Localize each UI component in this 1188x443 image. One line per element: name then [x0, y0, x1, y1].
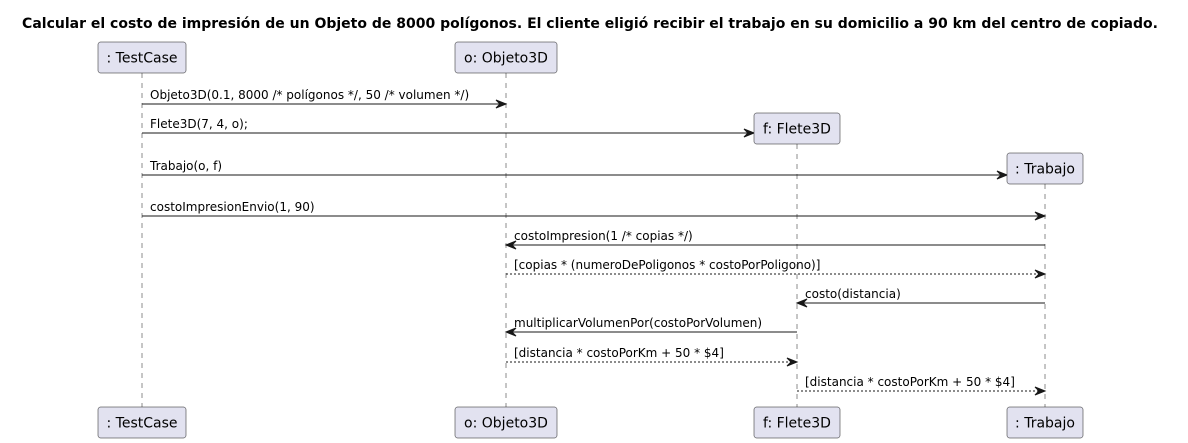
participant-box [753, 406, 841, 439]
participant-testcase-top: : TestCase [97, 41, 187, 74]
message-7: costo(distancia) [795, 287, 1045, 308]
message-label: costoImpresionEnvio(1, 90) [150, 200, 315, 214]
message-8: multiplicarVolumenPor(costoPorVolumen) [504, 316, 797, 337]
participant-label: : TestCase [107, 51, 178, 67]
message-arrowhead [1034, 211, 1047, 221]
message-10: [distancia * costoPorKm + 50 * $4] [797, 375, 1047, 396]
participant-label: : Trabajo [1015, 416, 1075, 432]
participant-label: : TestCase [107, 416, 178, 432]
participant-box [753, 112, 841, 145]
participant-box [1006, 152, 1084, 185]
participant-box [454, 41, 558, 74]
participant-label: o: Objeto3D [464, 51, 548, 67]
message-arrowhead [504, 240, 517, 250]
participant-box [97, 406, 187, 439]
message-5: costoImpresion(1 /* copias */) [504, 229, 1045, 250]
message-9: [distancia * costoPorKm + 50 * $4] [506, 346, 799, 367]
message-label: [distancia * costoPorKm + 50 * $4] [805, 375, 1015, 389]
message-label: Flete3D(7, 4, o); [150, 117, 248, 131]
messages: Objeto3D(0.1, 8000 /* polígonos */, 50 /… [142, 88, 1047, 396]
participant-label: o: Objeto3D [464, 416, 548, 432]
message-label: multiplicarVolumenPor(costoPorVolumen) [514, 316, 762, 330]
participant-label: : Trabajo [1015, 162, 1075, 178]
participant-box [454, 406, 558, 439]
message-4: costoImpresionEnvio(1, 90) [142, 200, 1047, 221]
participant-flete3d-bottom: f: Flete3D [753, 406, 841, 439]
message-arrowhead [795, 298, 808, 308]
message-label: Objeto3D(0.1, 8000 /* polígonos */, 50 /… [150, 88, 469, 102]
message-arrowhead [495, 99, 508, 109]
message-arrowhead [996, 170, 1009, 180]
message-arrowhead [786, 357, 799, 367]
message-label: costoImpresion(1 /* copias */) [514, 229, 693, 243]
message-arrowhead [743, 128, 756, 138]
message-label: [copias * (numeroDePoligonos * costoPorP… [514, 258, 820, 272]
participant-trabajo-top: : Trabajo [1006, 152, 1084, 185]
message-arrowhead [1034, 269, 1047, 279]
message-arrowhead [504, 327, 517, 337]
participants: : TestCase : TestCase o: Objeto3D o: Objeto… [97, 41, 1084, 439]
participant-box [97, 41, 187, 74]
participant-label: f: Flete3D [763, 122, 831, 138]
participant-objeto3d-bottom: o: Objeto3D [454, 406, 558, 439]
message-6: [copias * (numeroDePoligonos * costoPorP… [506, 258, 1047, 279]
diagram-title: Calcular el costo de impresión de un Obj… [22, 16, 1158, 32]
message-3: Trabajo(o, f) [142, 159, 1009, 180]
participant-testcase-bottom: : TestCase [97, 406, 187, 439]
participant-box [1006, 406, 1084, 439]
message-label: Trabajo(o, f) [149, 159, 222, 173]
message-label: costo(distancia) [805, 287, 901, 301]
participant-label: f: Flete3D [763, 416, 831, 432]
message-label: [distancia * costoPorKm + 50 * $4] [514, 346, 724, 360]
participant-trabajo-bottom: : Trabajo [1006, 406, 1084, 439]
message-2: Flete3D(7, 4, o); [142, 117, 756, 138]
participant-objeto3d-top: o: Objeto3D [454, 41, 558, 74]
participant-flete3d-top: f: Flete3D [753, 112, 841, 145]
message-arrowhead [1034, 386, 1047, 396]
lifelines [141, 73, 1046, 407]
message-1: Objeto3D(0.1, 8000 /* polígonos */, 50 /… [142, 88, 508, 109]
